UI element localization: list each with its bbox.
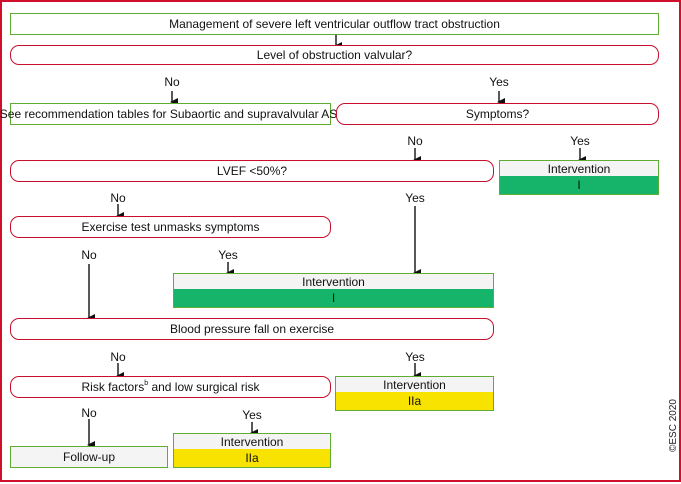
edge-label-yes: Yes [489,75,509,89]
edge-label-no: No [164,75,180,89]
decision-exercise: Exercise test unmasks symptoms [10,216,331,238]
class-badge: IIa [174,449,330,467]
edge-label-yes: Yes [570,134,590,148]
decision-bp-fall: Blood pressure fall on exercise [10,318,494,340]
intervention-title: Intervention [174,274,493,289]
class-badge: IIa [336,392,493,410]
intervention-box: Intervention I [173,273,494,308]
copyright-notice: ©ESC 2020 [668,399,679,452]
decision-symptoms: Symptoms? [336,103,659,125]
intervention-title: Intervention [174,434,330,449]
edge-label-yes: Yes [242,408,262,422]
node-follow-up: Follow-up [10,446,168,468]
decision-valvular: Level of obstruction valvular? [10,45,659,65]
intervention-title: Intervention [336,377,493,392]
edge-label-yes: Yes [405,350,425,364]
edge-label-no: No [110,191,126,205]
node-see-tables: See recommendation tables for Subaortic … [0,103,341,125]
decision-risk: Risk factorsb and low surgical risk [10,376,331,398]
edge-label-yes: Yes [405,191,425,205]
intervention-box: Intervention IIa [335,376,494,411]
class-badge: I [174,289,493,307]
edge-label-yes: Yes [218,248,238,262]
edge-label-no: No [81,406,97,420]
edge-label-no: No [81,248,97,262]
intervention-box: Intervention IIa [173,433,331,468]
edge-label-no: No [110,350,126,364]
intervention-title: Intervention [500,161,658,176]
edge-label-no: No [407,134,423,148]
class-badge: I [500,176,658,194]
node-management: Management of severe left ventricular ou… [10,13,659,35]
decision-lvef: LVEF <50%? [10,160,494,182]
intervention-box: Intervention I [499,160,659,195]
